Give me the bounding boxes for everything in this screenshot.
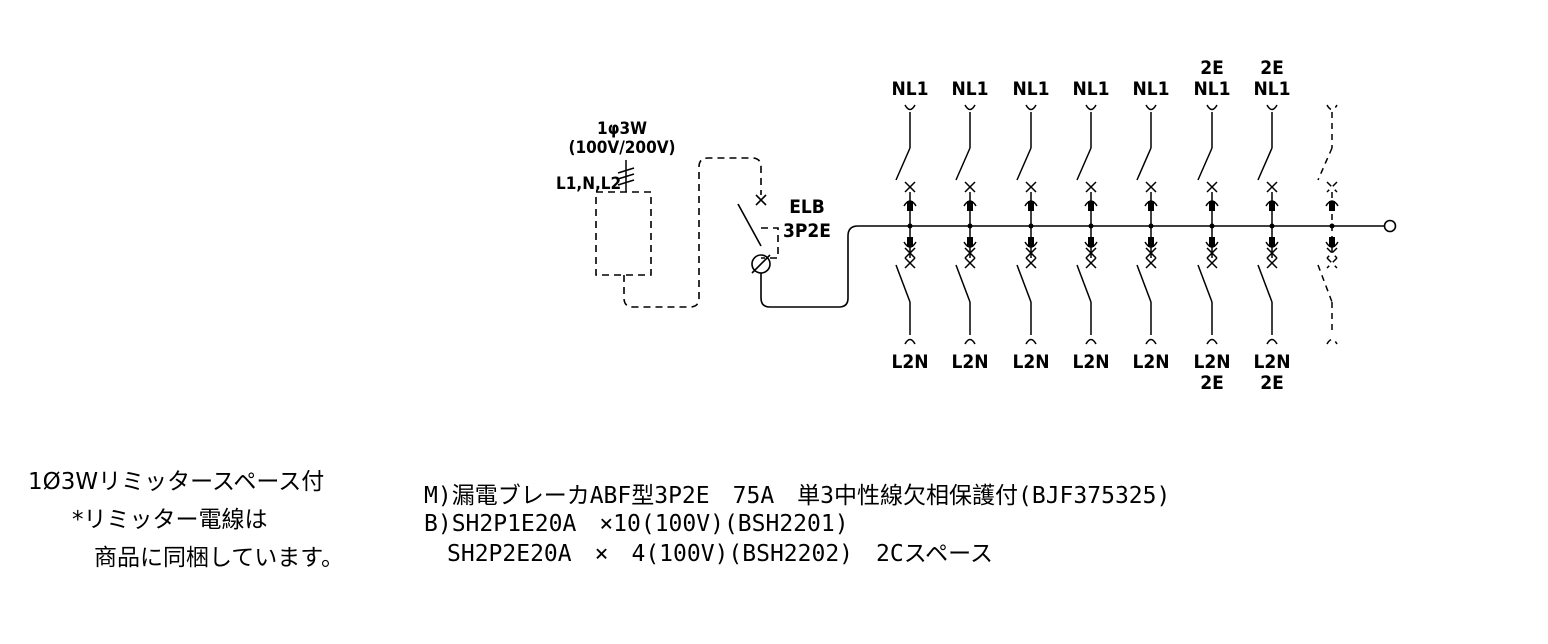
- branch-bottom-label: L2N: [1072, 351, 1109, 373]
- branch-top-label: NL1: [1132, 78, 1169, 100]
- branch-breaker-group: NL1L2NNL1L2NNL1L2NNL1L2NNL1L2N2ENL1L2N2E…: [891, 57, 1339, 394]
- spec-branch-breaker-2: SH2P2E20A × 4(100V)(BSH2202) 2Cスペース: [424, 541, 993, 567]
- elb-poles-label: 3P2E: [783, 220, 831, 242]
- branch-breaker: [1016, 104, 1037, 345]
- branch-top-label: NL1: [1072, 78, 1109, 100]
- branch-bottom-label: L2N: [891, 351, 928, 373]
- branch-top-label: NL1: [951, 78, 988, 100]
- branch-bottom-label: 2E: [1200, 372, 1224, 394]
- branch-bottom-label: L2N: [951, 351, 988, 373]
- branch-top-label: NL1: [1012, 78, 1049, 100]
- bus-connection-icon: [1024, 200, 1038, 248]
- bus-connection-icon: [903, 200, 917, 248]
- supply-lines-label: L1,N,L2: [556, 174, 621, 194]
- elb-name-label: ELB: [789, 196, 825, 218]
- branch-top-label: NL1: [1253, 78, 1290, 100]
- branch-breaker: [1076, 104, 1097, 345]
- bus-connection-icon: [1205, 200, 1219, 248]
- limiter-space-box: [595, 157, 779, 308]
- branch-top-label: 2E: [1200, 57, 1224, 79]
- branch-top-label: NL1: [891, 78, 928, 100]
- branch-top-label: NL1: [1193, 78, 1230, 100]
- supply-phase-label: 1φ3W: [597, 119, 647, 139]
- limiter-note-line3: 商品に同梱しています。: [94, 545, 345, 571]
- three-wire-tick-icon: [617, 160, 635, 192]
- limiter-note-title: 1Ø3Wリミッタースペース付: [28, 469, 325, 495]
- bus-connection-icon: [963, 200, 977, 248]
- elb-breaker-symbol: [737, 194, 1397, 308]
- branch-breaker: [1197, 104, 1218, 345]
- branch-bottom-label: 2E: [1260, 372, 1284, 394]
- branch-bottom-label: L2N: [1193, 351, 1230, 373]
- branch-breaker: [1136, 104, 1157, 345]
- branch-breaker: [955, 104, 976, 345]
- bus-connection-icon: [1265, 200, 1279, 248]
- bus-connection-icon: [1084, 200, 1098, 248]
- bus-connection-icon: [1325, 200, 1339, 248]
- branch-bottom-label: L2N: [1253, 351, 1290, 373]
- spec-branch-breaker-1: B)SH2P1E20A ×10(100V)(BSH2201): [424, 511, 849, 537]
- branch-top-label: 2E: [1260, 57, 1284, 79]
- branch-bottom-label: L2N: [1132, 351, 1169, 373]
- branch-breaker: [895, 104, 916, 345]
- branch-bottom-label: L2N: [1012, 351, 1049, 373]
- bus-connection-icon: [1144, 200, 1158, 248]
- branch-breaker: [1257, 104, 1278, 345]
- spare-breaker-slot: [1317, 104, 1338, 345]
- spec-main-breaker: M)漏電ブレーカABF型3P2E 75A 単3中性線欠相保護付(BJF37532…: [424, 483, 1171, 509]
- limiter-note-line2: *リミッター電線は: [72, 507, 268, 533]
- supply-voltage-label: (100V/200V): [568, 138, 675, 158]
